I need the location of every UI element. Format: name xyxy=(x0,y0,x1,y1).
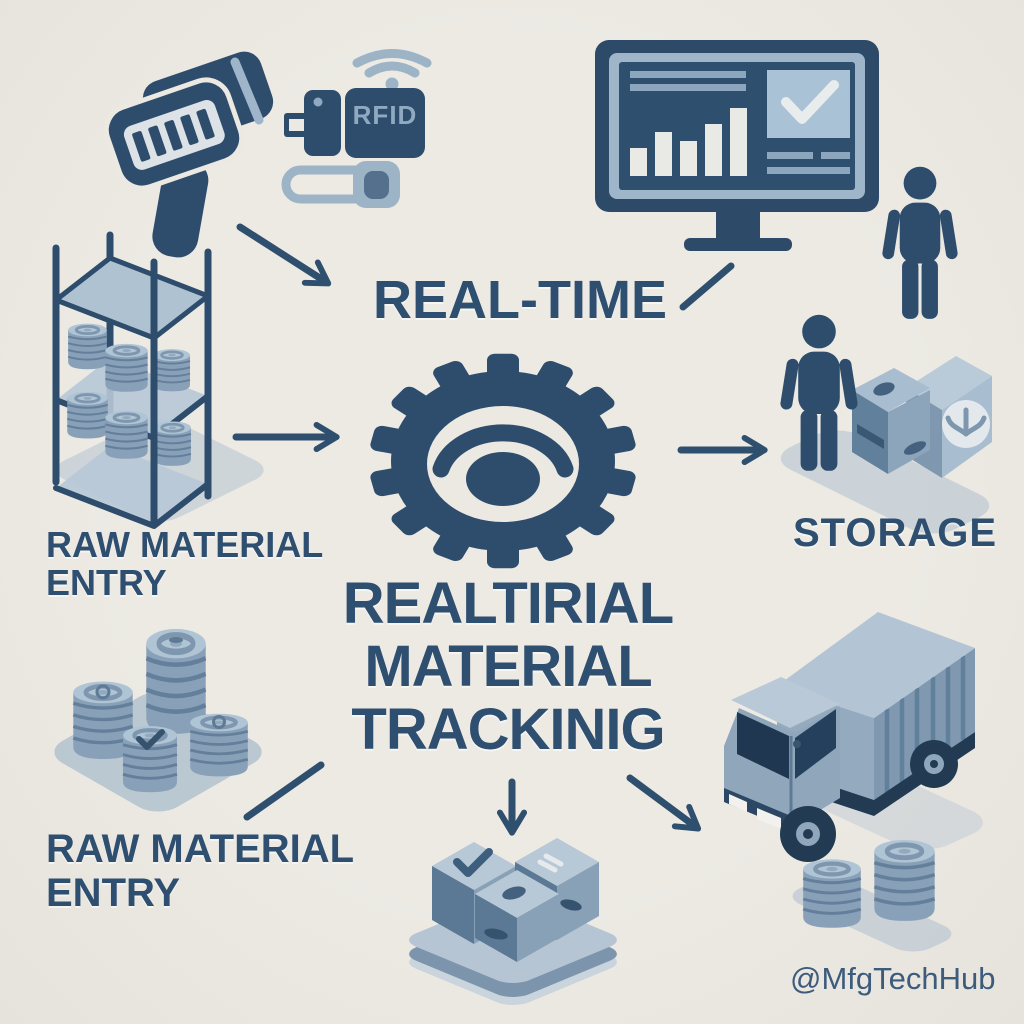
arrow-title-to-truck xyxy=(626,774,702,832)
flow-arrows xyxy=(232,223,768,836)
shelf-rack-icon xyxy=(52,231,264,529)
barcode-scanner-icon xyxy=(103,51,274,258)
leaf-icon xyxy=(945,407,987,437)
center-title-line1: REALTIRIAL xyxy=(342,571,674,636)
arrow-scanner-to-realtime xyxy=(236,223,332,287)
mini-bar-chart xyxy=(630,108,747,176)
tracking-gear-icon xyxy=(368,353,638,569)
barrels-icon xyxy=(792,840,952,952)
wifi-icon xyxy=(352,49,432,68)
gear-eye-center xyxy=(466,452,540,506)
check-icon xyxy=(781,80,839,124)
worker-icon xyxy=(881,166,959,319)
storage-label: STORAGE xyxy=(792,511,998,555)
gear-eye-crescent xyxy=(432,424,574,478)
line-stacks-to-title xyxy=(243,761,325,821)
delivery-truck-icon xyxy=(724,612,983,862)
check-icon xyxy=(453,848,493,877)
equals-mark xyxy=(537,853,564,873)
check-icon xyxy=(136,729,165,750)
rfid-tag-label: RFID xyxy=(352,100,418,130)
dashboard-monitor-icon xyxy=(595,40,879,251)
line-realtime-to-monitor xyxy=(679,262,735,311)
watermark-handle: @MfgTechHub xyxy=(790,961,996,996)
pallet-boxes-icon xyxy=(409,838,617,1006)
real-time-label: REAL-TIME xyxy=(373,270,667,330)
center-title-line3: TRACKINIG xyxy=(351,697,665,762)
raw-material-stacks-icon xyxy=(54,629,262,812)
center-title-line2: MATERIAL xyxy=(364,634,652,699)
rfid-tag-icon xyxy=(281,49,432,208)
